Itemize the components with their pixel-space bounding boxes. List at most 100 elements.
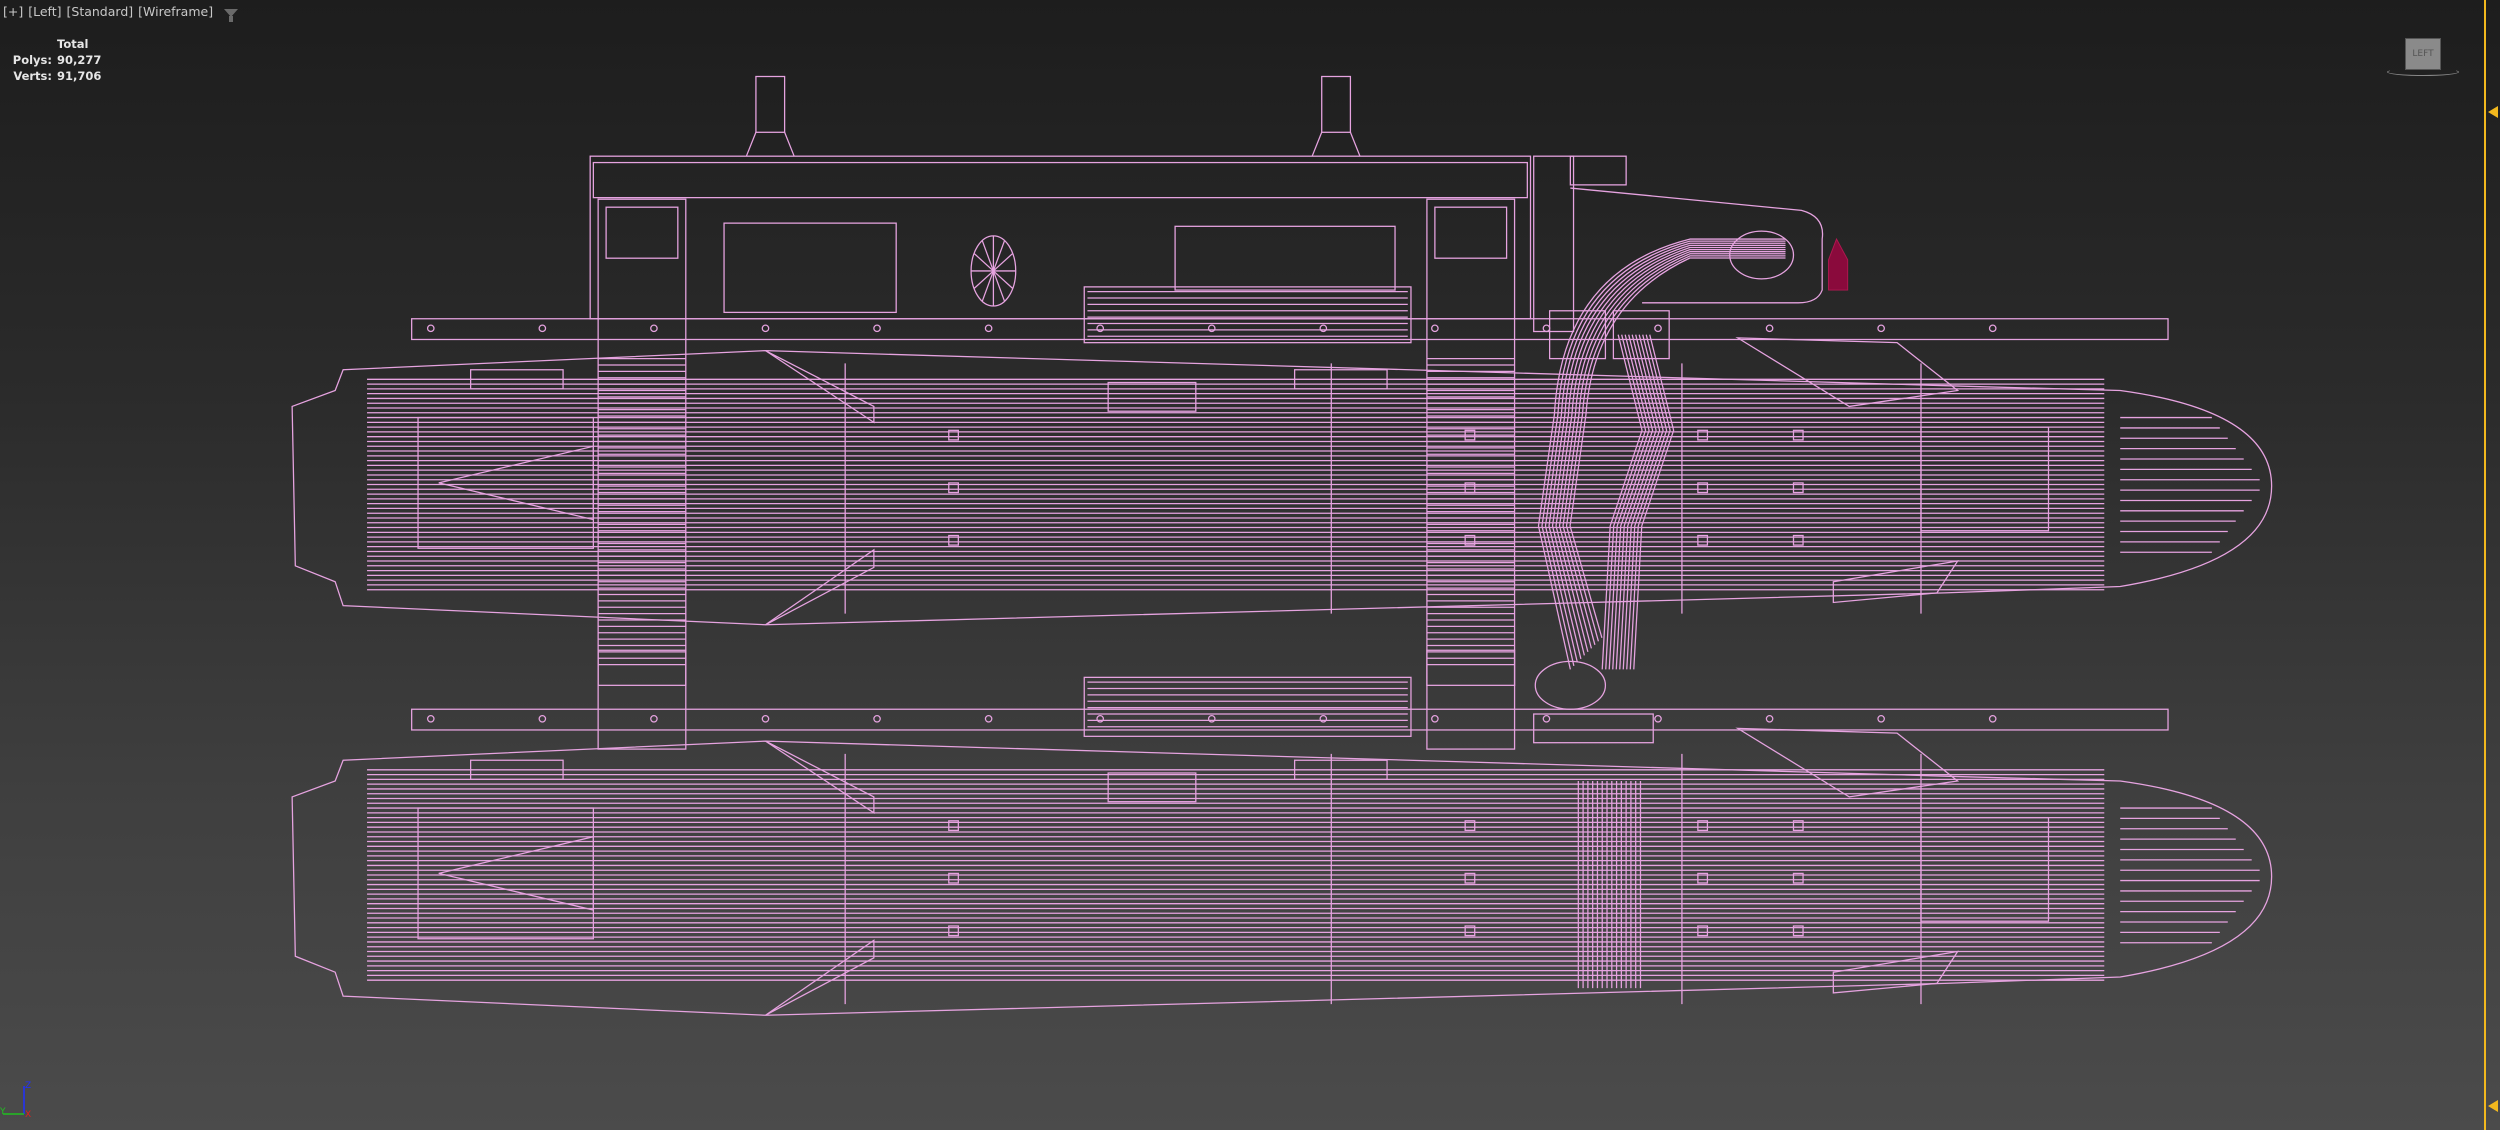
upper-pontoon-fin: [1735, 337, 1960, 408]
lower-pontoon-fin: [1735, 727, 1960, 798]
polys-value: 90,277: [57, 53, 102, 67]
lower-pontoon-bolt: [1697, 872, 1709, 884]
viewcube-compass-ring[interactable]: [2387, 68, 2459, 76]
lower-pontoon-rail-bolt: [1431, 714, 1439, 723]
lower-pontoon-rail-bolt: [1319, 714, 1328, 723]
hose: [1541, 240, 1786, 667]
range-start-marker-icon[interactable]: [2488, 106, 2498, 118]
upper-pontoon-hatch-plate: [1293, 369, 1388, 390]
hose: [1569, 257, 1786, 639]
upper-pontoon-hull: [291, 349, 2273, 626]
lower-pontoon-rail-bolt: [1542, 714, 1551, 723]
funnel-icon[interactable]: [224, 8, 239, 22]
upper-pontoon-rail-bolt: [761, 324, 770, 333]
viewport-point-of-view-menu[interactable]: [Left]: [28, 4, 62, 19]
range-end-marker-icon[interactable]: [2488, 1100, 2498, 1112]
hose-fitting: [1729, 230, 1795, 280]
upper-pontoon-stern-cone: [438, 445, 594, 521]
hose: [1629, 334, 1671, 670]
post-housing: [605, 206, 679, 259]
lower-pontoon-stern-cone: [438, 835, 594, 911]
upper-pontoon-rail-bolt: [1096, 324, 1105, 333]
lower-pontoon-fin: [1832, 950, 1959, 994]
upper-pontoon-rail-bolt: [1431, 324, 1439, 333]
lower-pontoon-bow-block: [1920, 816, 2050, 922]
selected-object-marker[interactable]: [1828, 237, 1849, 291]
viewport-plus-menu[interactable]: [+]: [3, 4, 24, 19]
hose: [1544, 242, 1786, 663]
lower-pontoon-rail-bolt: [1765, 714, 1774, 723]
post-clamp: [1426, 649, 1516, 686]
upper-pontoon-rail-bolt: [1207, 324, 1216, 333]
upper-pontoon-strake: [765, 350, 875, 424]
upper-pontoon-rail-bolt: [1765, 324, 1774, 333]
upper-pontoon-bolt: [948, 482, 959, 494]
deck-window: [1174, 225, 1396, 291]
lower-pontoon-hatch-plate: [1107, 772, 1197, 803]
mast-brace: [1311, 132, 1361, 157]
lower-pontoon-strake: [765, 740, 875, 815]
hose: [1548, 244, 1786, 660]
axis-gizmo: Z Y X: [0, 1081, 31, 1120]
hose: [1555, 248, 1786, 653]
upper-pontoon-bolt: [1464, 534, 1476, 546]
upper-pontoon-rail-bolt: [426, 324, 435, 333]
upper-pontoon-rail-bolt: [1654, 324, 1662, 333]
lower-pontoon-rail-bolt: [984, 714, 993, 723]
upper-pontoon-hatch-plate: [469, 369, 564, 390]
porthole-spoke: [973, 252, 994, 272]
stats-header: Total: [57, 37, 89, 51]
porthole-spoke: [992, 270, 1006, 302]
lower-pontoon-bolt: [948, 925, 959, 937]
hose: [1619, 334, 1661, 670]
viewcube[interactable]: LEFT: [2405, 38, 2441, 70]
lower-pontoon-bolt: [1464, 820, 1476, 832]
hose: [1537, 238, 1786, 670]
upper-pontoon-rail-bolt: [873, 324, 881, 333]
lower-pontoon-bolt: [1697, 925, 1709, 937]
post-clamp: [597, 649, 687, 686]
hose-coupler: [1612, 310, 1670, 360]
upper-pontoon-bolt: [1792, 482, 1804, 494]
upper-pontoon-bolt: [1697, 534, 1709, 546]
timeline-track[interactable]: [2484, 0, 2486, 1130]
lower-pontoon-hatch-plate: [469, 759, 564, 781]
hose: [1551, 246, 1786, 656]
upper-pontoon-rail-bolt: [538, 324, 547, 333]
hose: [1633, 334, 1675, 670]
lower-pontoon-bolt: [1464, 925, 1476, 937]
axis-y-label: Y: [0, 1107, 6, 1117]
viewport-shading-standard-menu[interactable]: [Standard]: [66, 4, 134, 19]
lower-pontoon-bolt: [1697, 820, 1709, 832]
lower-pontoon-bolt: [1464, 872, 1476, 884]
lower-pontoon-bolt: [1792, 925, 1804, 937]
deck-window: [723, 222, 897, 314]
upper-pontoon-bolt: [948, 429, 959, 441]
porthole-spoke: [992, 240, 1006, 272]
mast: [1321, 75, 1352, 133]
viewport-display-mode-menu[interactable]: [Wireframe]: [138, 4, 214, 19]
lower-pontoon-rail-bolt: [426, 714, 435, 723]
upper-pontoon-rail-bolt: [984, 324, 993, 333]
lower-pontoon-rail-bolt: [873, 714, 881, 723]
porthole-spoke: [981, 240, 994, 272]
upper-pontoon-rail-bolt: [1988, 324, 1997, 333]
lower-pontoon-hatch-plate: [1293, 759, 1388, 781]
hose: [1562, 253, 1786, 646]
lower-pontoon-rail-bolt: [1207, 714, 1216, 723]
lower-pontoon-hull: [291, 740, 2273, 1016]
upper-pontoon-bolt: [948, 534, 959, 546]
lower-pontoon-rail-bolt: [1877, 714, 1885, 723]
hose: [1608, 334, 1650, 670]
lower-pontoon-bolt: [1792, 820, 1804, 832]
deck-frame-top: [592, 161, 1528, 199]
equipment-box: [1083, 286, 1412, 344]
hose: [1612, 334, 1654, 670]
polys-label: Polys:: [12, 53, 52, 67]
upper-pontoon-bolt: [1792, 534, 1804, 546]
porthole-spoke: [992, 252, 1014, 272]
intake-housing: [1570, 187, 1824, 304]
mast-brace: [745, 132, 795, 157]
verts-value: 91,706: [57, 69, 102, 83]
